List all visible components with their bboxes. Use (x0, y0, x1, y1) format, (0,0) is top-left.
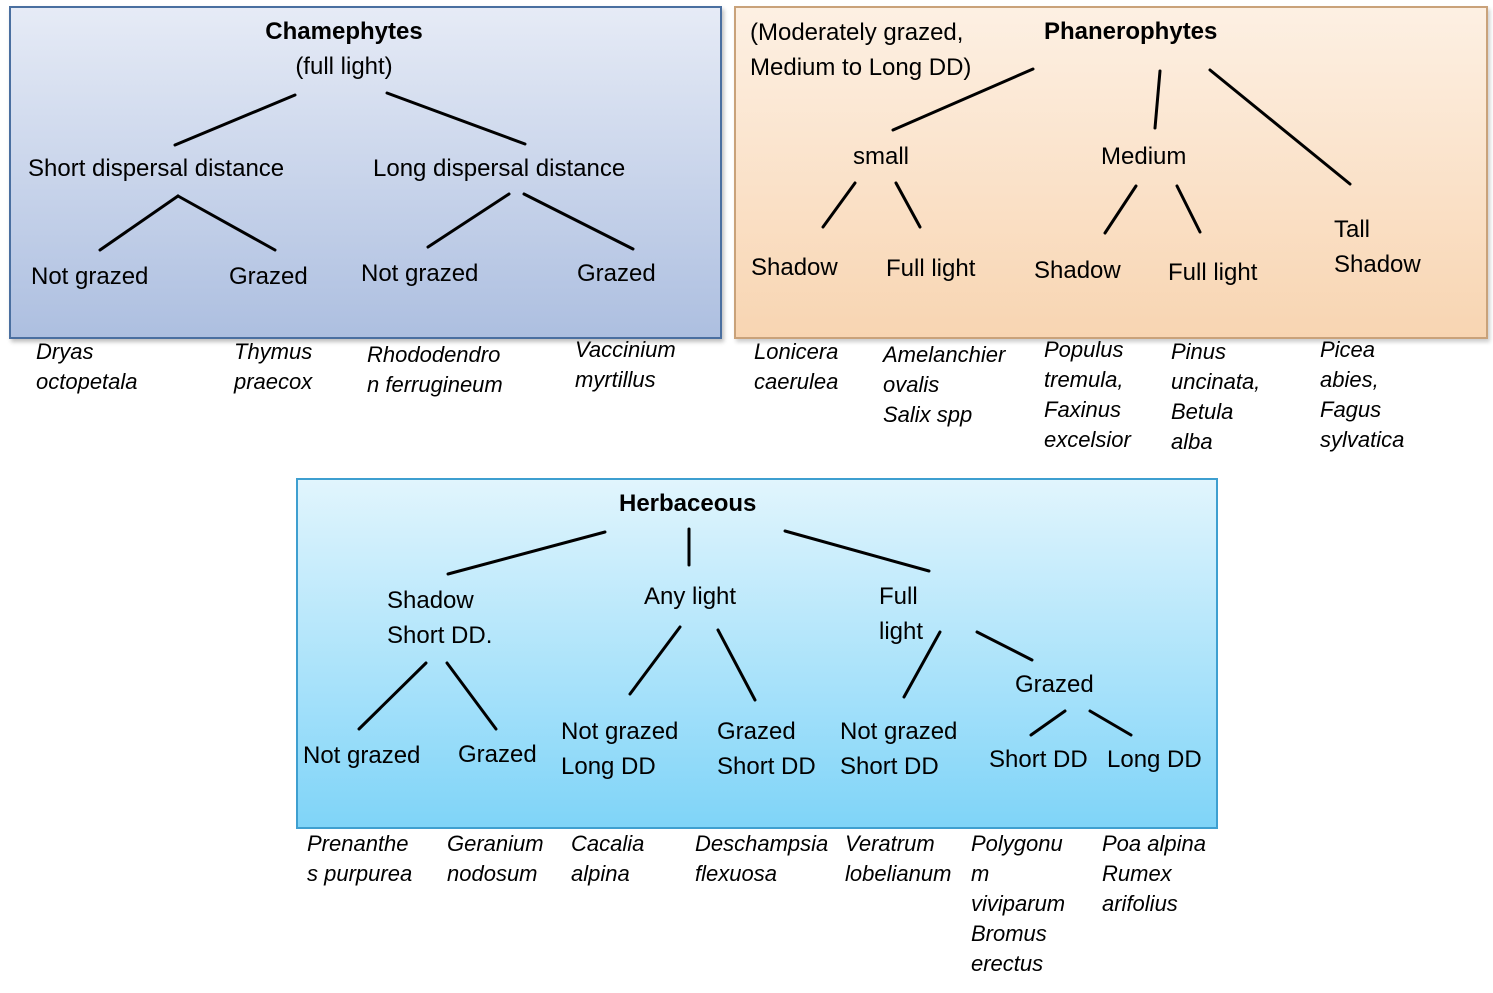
full-light-line2: light (879, 618, 924, 645)
small-label: small (853, 143, 910, 170)
any-not-grazed-line2: Long DD (561, 753, 656, 780)
short-dispersal-label: Short dispersal distance (28, 155, 285, 182)
connector-line (522, 192, 635, 251)
chamephytes-title: Chamephytes (265, 18, 423, 45)
any-light-label: Any light (644, 583, 737, 610)
small-shadow-label: Shadow (751, 254, 838, 281)
connector-line (98, 194, 180, 252)
short-not-grazed-label: Not grazed (31, 263, 149, 290)
connector-line (1153, 69, 1162, 130)
chamephytes-subtitle: (full light) (295, 53, 393, 80)
medium-shadow-label: Shadow (1034, 257, 1121, 284)
long-grazed-label: Grazed (577, 260, 656, 287)
medium-full-light-label: Full light (1168, 259, 1258, 286)
connector-line (891, 67, 1035, 132)
connector-line (821, 181, 857, 229)
connector-line (1103, 184, 1138, 235)
long-dispersal-label: Long dispersal distance (373, 155, 626, 182)
chamephytes-panel (9, 6, 722, 339)
short-grazed-label: Grazed (229, 263, 308, 290)
medium-label: Medium (1101, 143, 1187, 170)
herbaceous-title: Herbaceous (619, 490, 757, 517)
connector-line (1029, 709, 1067, 737)
grazed-short-dd-label: Short DD (989, 746, 1088, 773)
shadow-branch-line2: Short DD. (387, 622, 493, 649)
small-full-light-label: Full light (886, 255, 976, 282)
full-light-line1: Full (879, 583, 918, 610)
connector-line (176, 194, 277, 252)
shadow-branch-line1: Shadow (387, 587, 474, 614)
connector-line (902, 630, 942, 699)
connector-line (783, 529, 931, 573)
tall-label-line2: Shadow (1334, 251, 1421, 278)
connector-line (445, 661, 498, 731)
tall-label-line1: Tall (1334, 216, 1371, 243)
connector-line (426, 192, 511, 249)
any-not-grazed-line1: Not grazed (561, 718, 679, 745)
full-grazed-label: Grazed (1015, 671, 1094, 698)
any-grazed-line1: Grazed (717, 718, 796, 745)
grazed-long-dd-label: Long DD (1107, 746, 1202, 773)
connector-line (628, 625, 682, 696)
connector-line (975, 630, 1034, 662)
connector-line (894, 181, 922, 229)
full-not-grazed-line1: Not grazed (840, 718, 958, 745)
herbaceous-panel (296, 478, 1218, 829)
phanerophytes-note-line1: (Moderately grazed, (750, 19, 964, 46)
connector-line (446, 530, 607, 576)
connector-line (173, 93, 297, 147)
phanerophytes-title: Phanerophytes (1044, 18, 1218, 45)
connector-line (716, 628, 757, 702)
connector-line (1208, 68, 1352, 186)
shadow-grazed-label: Grazed (458, 741, 537, 768)
phanerophytes-panel (734, 6, 1488, 339)
long-not-grazed-label: Not grazed (361, 260, 479, 287)
connector-line (1088, 709, 1133, 737)
shadow-not-grazed-label: Not grazed (303, 742, 421, 769)
connector-line (1175, 184, 1202, 234)
full-not-grazed-line2: Short DD (840, 753, 939, 780)
connector-line (357, 661, 428, 731)
connector-line (385, 91, 527, 146)
any-grazed-line2: Short DD (717, 753, 816, 780)
phanerophytes-note-line2: Medium to Long DD) (750, 54, 972, 81)
